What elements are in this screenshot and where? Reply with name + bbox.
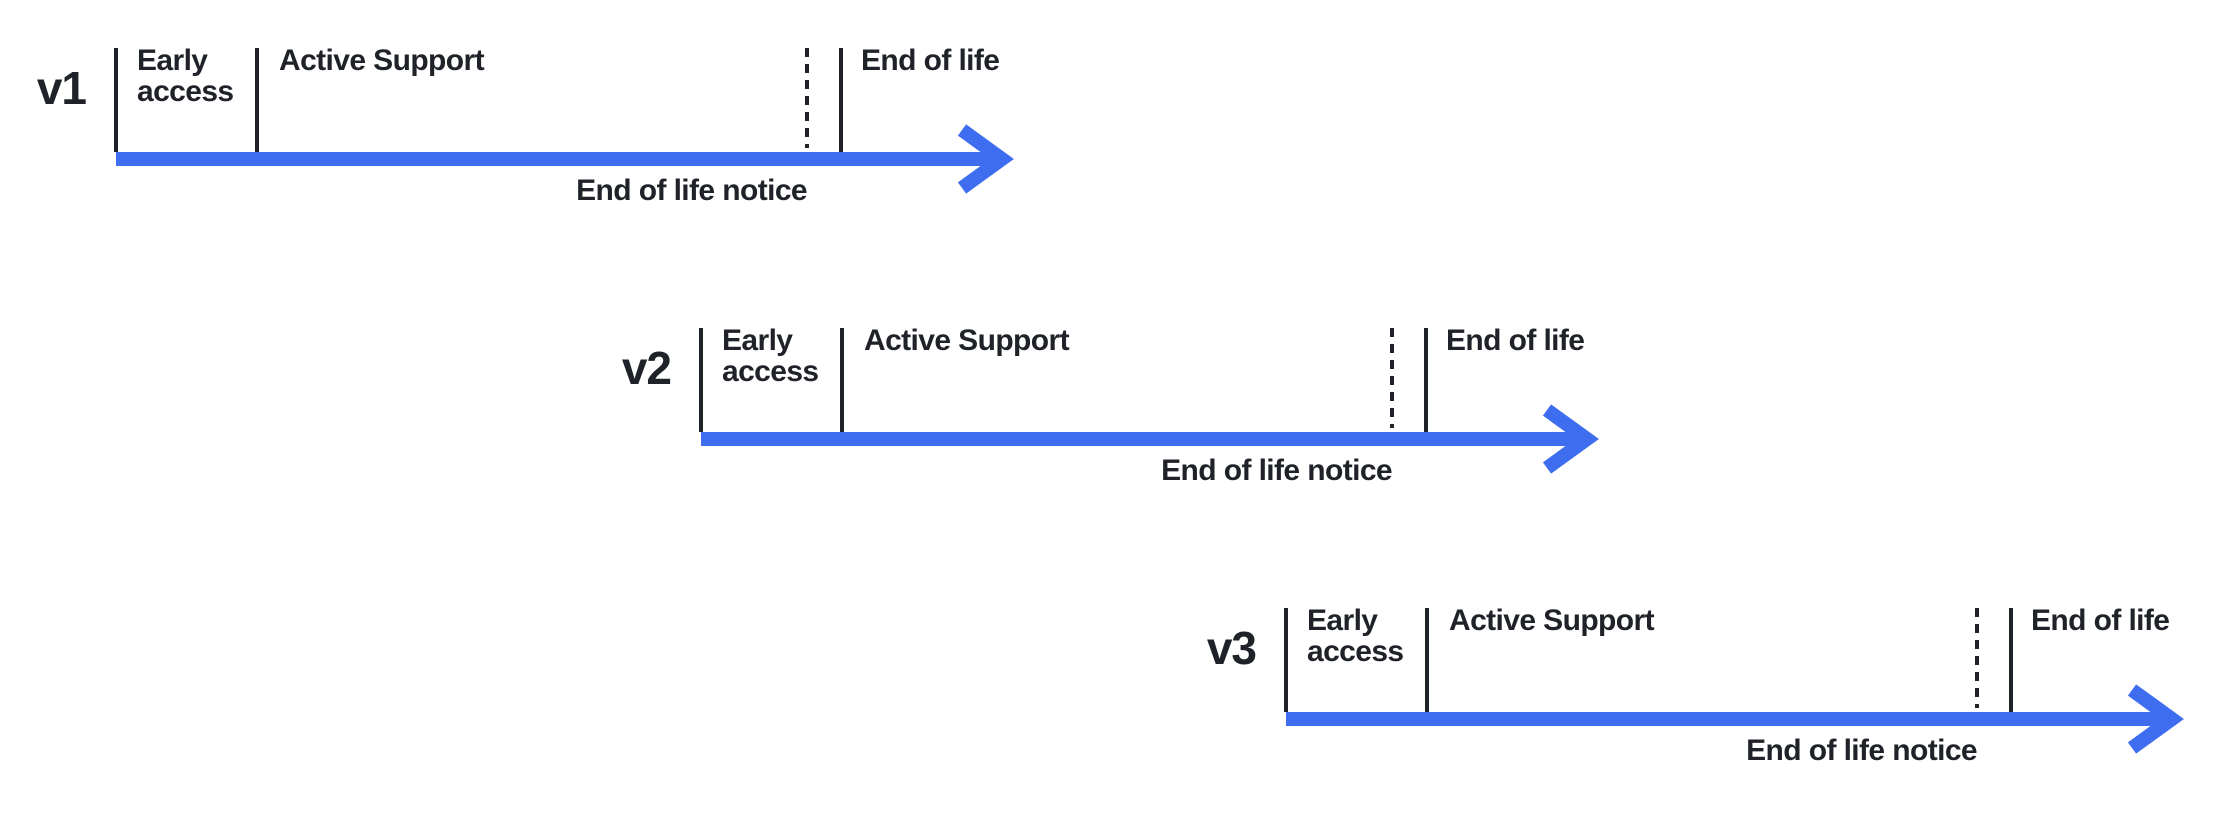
phase-label-early-access: Early access <box>137 44 234 108</box>
version-label: v1 <box>36 62 87 114</box>
phase-label-active-support: Active Support <box>1449 604 1655 637</box>
eol-notice-label: End of life notice <box>1746 734 1977 767</box>
arrow-head-icon <box>957 124 1014 194</box>
eol-notice-label: End of life notice <box>576 174 807 207</box>
phase-label-early-access: Early access <box>1307 604 1404 668</box>
version-label: v2 <box>621 342 672 394</box>
phase-label-active-support: Active Support <box>279 44 485 77</box>
timeline-v3: v3 Early access Active Support End of li… <box>1207 604 2228 818</box>
arrow-head-icon <box>1542 404 1599 474</box>
timeline-v1: v1 Early access Active Support End of li… <box>37 44 1066 258</box>
version-label: v3 <box>1206 622 1257 674</box>
phase-label-end-of-life: End of life <box>2031 604 2170 637</box>
phase-label-end-of-life: End of life <box>1446 324 1585 357</box>
phase-label-end-of-life: End of life <box>861 44 1000 77</box>
timeline-rail <box>699 328 1599 474</box>
phase-label-active-support: Active Support <box>864 324 1070 357</box>
timeline-rail <box>1284 608 2184 754</box>
timeline-rail <box>114 48 1014 194</box>
eol-notice-label: End of life notice <box>1161 454 1392 487</box>
timeline-v2: v2 Early access Active Support End of li… <box>622 324 1651 538</box>
arrow-head-icon <box>2127 684 2184 754</box>
phase-label-early-access: Early access <box>722 324 819 388</box>
